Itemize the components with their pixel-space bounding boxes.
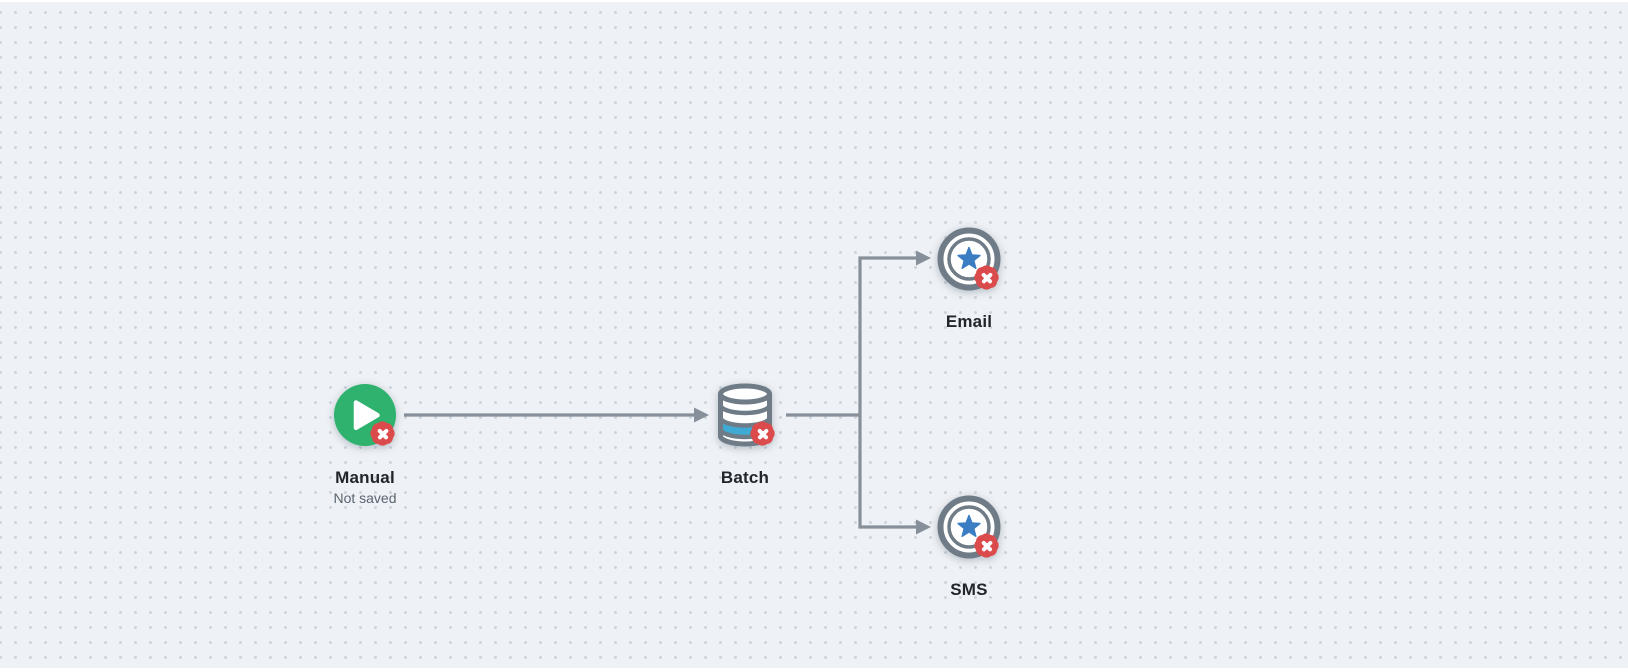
node-sublabel: Not saved (333, 490, 397, 506)
error-badge[interactable] (747, 418, 778, 449)
error-badge[interactable] (971, 262, 1002, 293)
node-email-icon[interactable] (937, 227, 1002, 293)
node-manual: Manual Not saved (285, 383, 445, 507)
node-label: Manual (335, 468, 395, 487)
node-label: Email (945, 312, 993, 331)
node-sms: SMS (889, 495, 1049, 600)
node-manual-icon[interactable] (333, 383, 398, 449)
error-badge[interactable] (971, 530, 1002, 561)
node-label: SMS (950, 580, 988, 599)
node-batch: Batch (665, 383, 825, 488)
node-sms-icon[interactable] (937, 495, 1002, 561)
node-email: Email (889, 227, 1049, 332)
node-label: Batch (720, 468, 770, 487)
node-batch-icon[interactable] (713, 383, 778, 449)
error-badge[interactable] (367, 418, 398, 449)
